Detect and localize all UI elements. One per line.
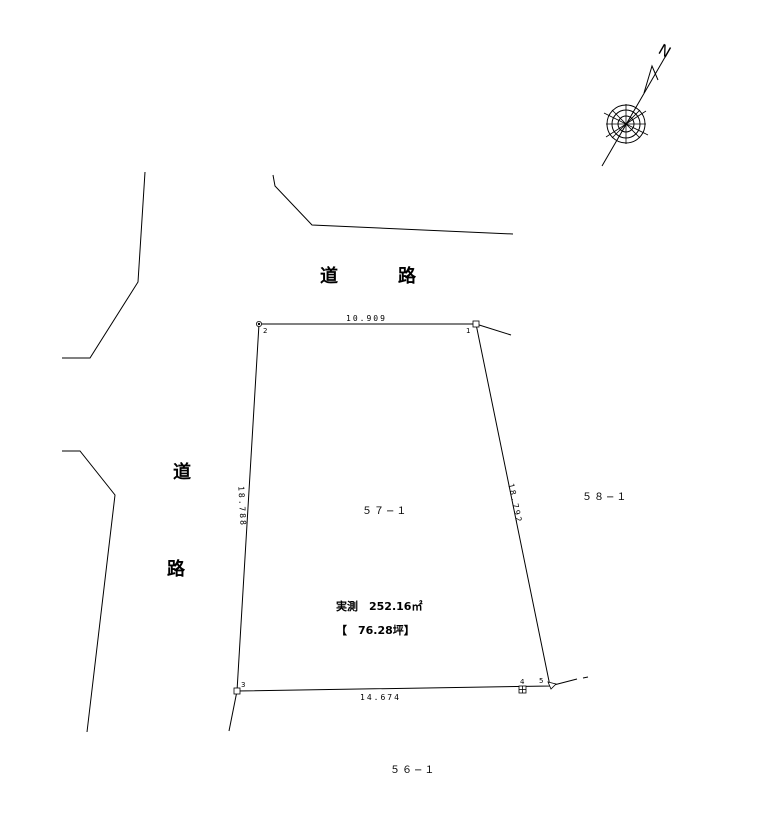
road-edge-left-upper	[62, 171, 146, 359]
point-number-5: 5	[539, 677, 544, 685]
boundary-extension	[228, 690, 238, 732]
area-value: 252.16㎡	[369, 600, 423, 613]
lot-number-main: ５７−１	[362, 506, 409, 517]
road-edge-left-lower	[62, 450, 116, 733]
point-number-1: 1	[466, 327, 471, 335]
road-edge-top	[272, 174, 514, 235]
area-label: 実測	[336, 600, 358, 613]
lot-number-east: ５８−１	[582, 492, 629, 503]
area-tsubo: 【 76.28坪】	[336, 624, 415, 637]
marker-point-5	[547, 681, 557, 690]
marker-point-3	[233, 687, 241, 695]
boundary-extension	[582, 676, 589, 679]
dimension-north: 10.909	[346, 314, 387, 323]
road-label-left-2: 路	[167, 559, 185, 580]
road-label-top-1: 道	[320, 266, 338, 287]
dimension-south: 14.674	[360, 693, 401, 702]
road-label-left-1: 道	[173, 462, 191, 483]
compass-rose	[601, 51, 669, 167]
boundary-extension	[475, 323, 512, 336]
road-label-top-2: 路	[398, 266, 416, 287]
marker-point-1	[472, 320, 480, 328]
point-number-3: 3	[241, 681, 246, 689]
point-number-4: 4	[520, 678, 525, 686]
point-number-2: 2	[263, 327, 268, 335]
lot-number-south: ５６−１	[390, 765, 437, 776]
